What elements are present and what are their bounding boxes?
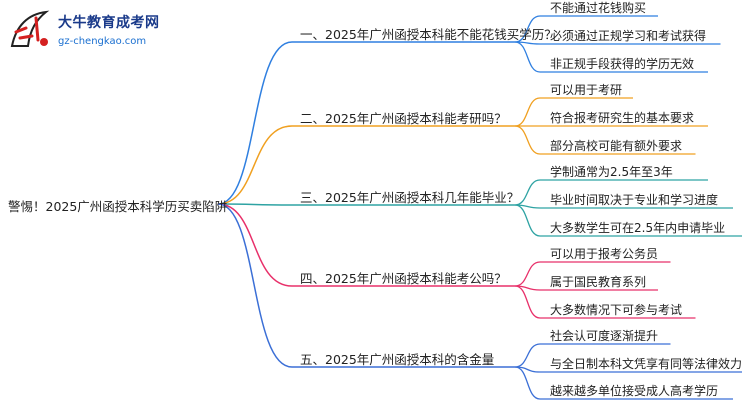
trunk-connector [217,203,293,368]
logo-mark-icon [10,10,50,47]
leaf-topic: 属于国民教育系列 [550,275,647,289]
branch-topic: 五、2025年广州函授本科的含金量 [300,352,495,367]
leaf-connector [514,125,541,155]
branch-topic: 三、2025年广州函授本科几年能毕业？ [300,190,520,205]
leaf-connector [514,261,541,287]
trunk-connector [217,203,293,287]
leaf-topic: 部分高校可能有额外要求 [550,139,683,153]
leaf-connector [514,366,541,400]
leaf-connector [514,97,541,127]
leaf-connector [514,204,541,237]
logo-title: 大牛教育成考网 [58,15,160,31]
trunk-connector [217,125,293,205]
leaf-topic: 不能通过花钱购买 [550,1,647,15]
leaf-topic: 符合报考研究生的基本要求 [550,111,695,125]
leaf-topic: 社会认可度逐渐提升 [550,329,659,343]
leaf-topic: 大多数情况下可参与考试 [550,303,683,317]
trunk-connector [217,41,293,205]
logo: 大牛教育成考网 gz-chengkao.com [4,4,164,56]
leaf-topic: 可以用于考研 [550,83,623,97]
branch-topic: 二、2025年广州函授本科能考研吗？ [300,111,507,126]
leaf-topic: 可以用于报考公务员 [550,247,659,261]
trunk-connector [217,203,293,206]
leaf-topic: 大多数学生可在2.5年内申请毕业 [550,221,726,235]
leaf-connector [514,41,541,73]
branch-topic: 一、2025年广州函授本科能不能花钱买学历？ [300,27,557,42]
leaf-topic: 学制通常为2.5年至3年 [550,165,673,179]
leaf-connector [514,179,541,206]
leaf-connector [514,343,541,368]
leaf-connector [514,285,541,319]
root-topic: 警惕！2025广州函授本科学历买卖陷阱 [8,199,228,214]
leaf-connector [514,15,541,43]
leaf-topic: 非正规手段获得的学历无效 [550,57,695,71]
branch-topic: 四、2025年广州函授本科能考公吗？ [300,271,507,286]
leaf-topic: 毕业时间取决于专业和学习进度 [550,193,719,207]
leaf-topic: 越来越多单位接受成人高考学历 [550,384,719,398]
leaf-topic: 与全日制本科文凭享有同等法律效力 [550,357,743,371]
logo-url: gz-chengkao.com [58,36,147,47]
leaf-topic: 必须通过正规学习和考试获得 [550,29,707,43]
